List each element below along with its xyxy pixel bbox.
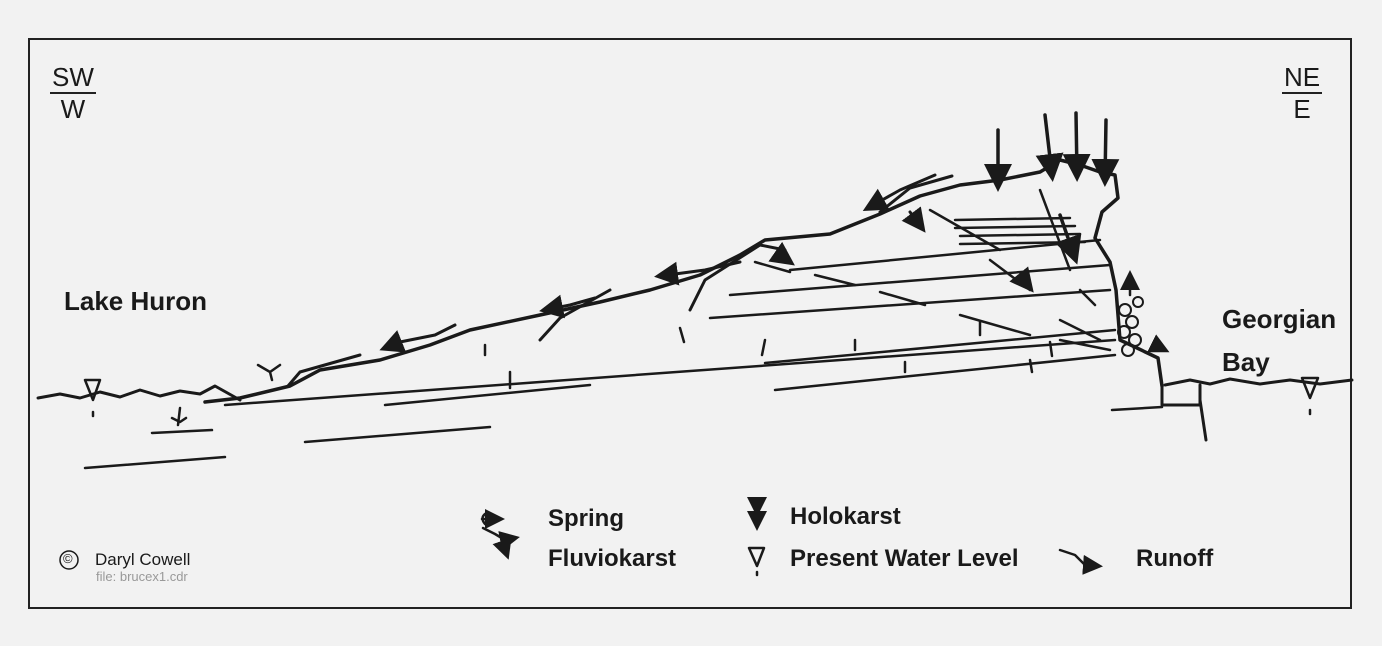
bedding-planes [83,188,1164,470]
ground-profile [203,158,1164,404]
fluviokarst-symbol [256,363,282,382]
lake-huron-water-surface [36,384,242,402]
legend-holokarst: Holokarst [790,503,901,530]
lake-huron-label: Lake Huron [64,286,208,316]
cliff-base [1160,383,1208,442]
copyright-symbol: © [63,551,73,566]
talus-rubble [1117,296,1144,357]
legend-spring: Spring [548,505,624,532]
copyright-circle [59,550,79,570]
legend-present-water-level: Present Water Level [790,545,1019,572]
credit-author: Daryl Cowell [95,550,191,569]
legend-symbols [480,497,1103,577]
diagram-frame [28,38,1352,609]
spring-arrow [1147,334,1170,353]
water-level-symbols [83,376,1320,418]
georgian-label: Georgian [1222,304,1337,334]
credit-file: file: brucex1.cdr [96,569,188,584]
spring-symbol-lake [170,406,188,427]
georgian-bay-water-surface [1163,377,1354,387]
holokarst-arrows [984,111,1120,265]
runoff-arrows [379,173,1034,353]
legend-fluviokarst: Fluviokarst [548,545,677,572]
bay-label: Bay [1222,347,1270,377]
legend-runoff: Runoff [1136,545,1214,572]
